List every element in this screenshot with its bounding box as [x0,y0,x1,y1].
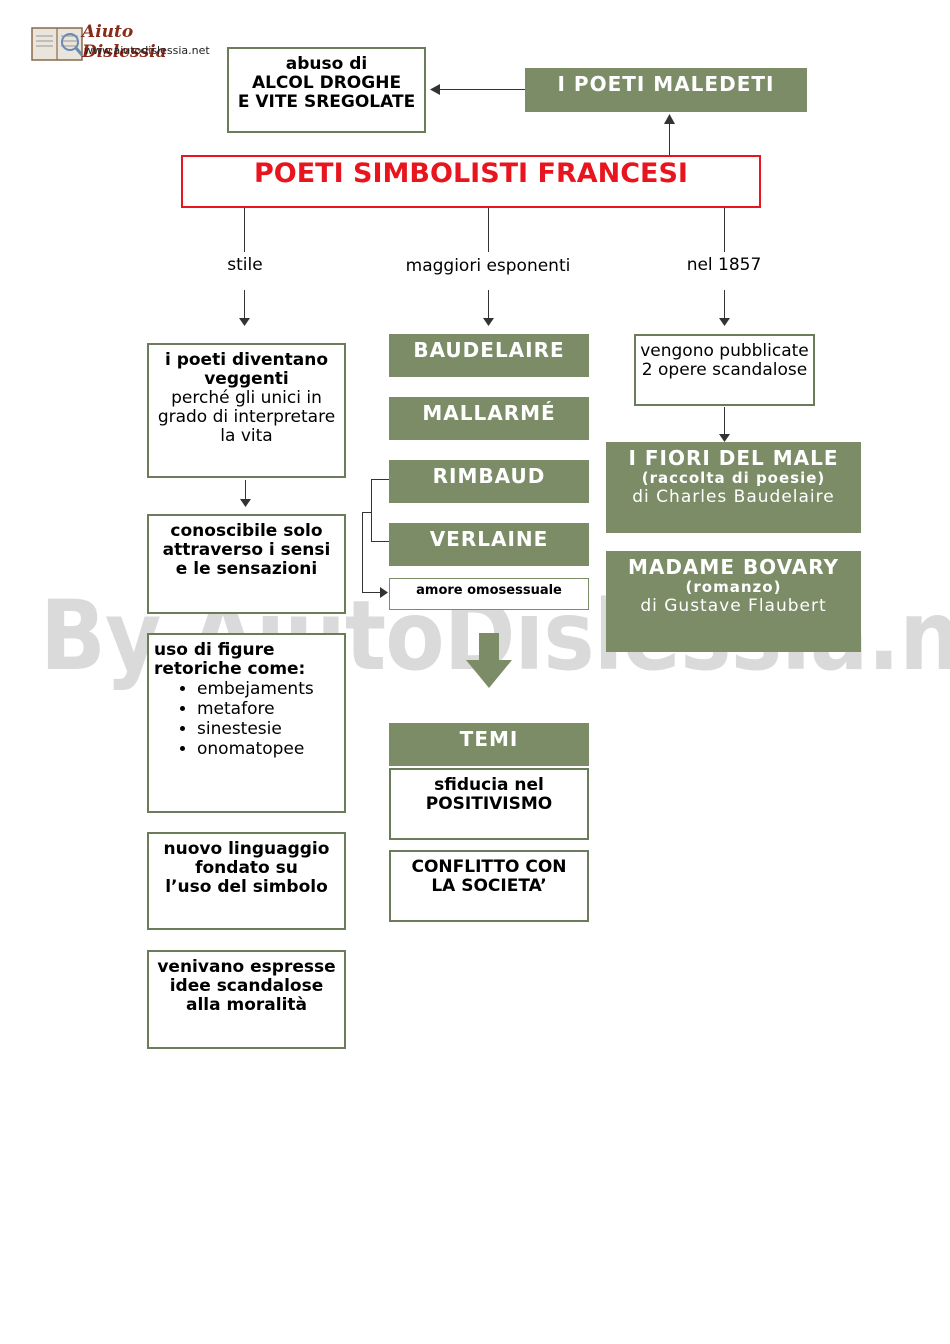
main-title-box: POETI SIMBOLISTI FRANCESI [181,155,761,208]
connector-line [362,512,372,513]
arrow-right-icon [380,587,388,598]
poeti-maledetti-label: I POETI MALEDETI [557,72,775,96]
branch-label-esponenti: maggiori esponenti [405,256,571,276]
arrow-up-icon [664,114,675,124]
logo-url: www.aiutodislessia.net [84,44,210,57]
logo-name: Aiuto Dislessia [82,22,167,62]
temi-label: TEMI [459,727,519,751]
theme-positivismo: sfiducia nel POSITIVISMO [389,768,589,840]
box-line: uso di figure [154,640,275,660]
big-arrow-down-icon [466,633,512,688]
exponent-label: BAUDELAIRE [413,338,565,362]
work-author: di Gustave Flaubert [640,596,827,616]
box-line: CONFLITTO CON [411,857,567,877]
box-line: idee scandalose [169,976,324,996]
box-line: veggenti [204,369,289,389]
poeti-maledetti-box: I POETI MALEDETI [525,68,807,112]
box-line: vengono pubblicate [640,341,809,361]
linguaggio-box: nuovo linguaggio fondato su l’uso del si… [147,832,346,930]
temi-box: TEMI [389,723,589,766]
box-line: sfiducia nel [434,775,544,795]
relation-note: amore omosessuale [416,583,562,598]
box-line: alla moralità [185,995,308,1015]
exponent-label: MALLARMÉ [422,401,556,425]
box-line: conoscibile solo [170,521,323,541]
box-line: grado di interpretare [157,407,336,427]
connector-line [724,208,725,252]
connector-line [362,512,363,593]
pubblicate-box: vengono pubblicate 2 opere scandalose [634,334,815,406]
work-title: I FIORI DEL MALE [628,446,839,470]
arrow-down-icon [240,499,251,507]
sensi-box: conoscibile solo attraverso i sensi e le… [147,514,346,614]
list-item: sinestesie [197,719,344,739]
connector-line [371,479,372,542]
box-line: perché gli unici in [171,388,322,408]
exponent-rimbaud: RIMBAUD [389,460,589,503]
branch-label-1857: nel 1857 [686,255,762,275]
box-line: LA SOCIETA’ [431,876,547,896]
abuse-box: abuso di ALCOL DROGHE E VITE SREGOLATE [227,47,426,133]
box-line: la vita [220,426,273,446]
box-line: i poeti diventano [164,350,329,370]
arrow-down-icon [719,434,730,442]
list-item: embejaments [197,679,344,699]
connector-line [245,480,246,502]
theme-conflitto: CONFLITTO CON LA SOCIETA’ [389,850,589,922]
figure-retoriche-box: uso di figure retoriche come: embejament… [147,633,346,813]
madame-bovary-box: MADAME BOVARY (romanzo) di Gustave Flaub… [606,551,861,652]
connector-line [724,407,725,437]
box-line: fondato su [195,858,298,878]
connector-line [244,208,245,252]
connector-line [362,592,382,593]
exponent-label: VERLAINE [429,527,549,551]
abuse-line: E VITE SREGOLATE [237,92,416,112]
box-line: e le sensazioni [175,559,318,579]
arrow-down-icon [239,318,250,326]
box-line: l’uso del simbolo [165,877,328,897]
connector-line [437,89,525,90]
veggenti-box: i poeti diventano veggenti perché gli un… [147,343,346,478]
arrow-left-icon [430,84,440,95]
abuse-line: abuso di [285,54,368,74]
exponent-mallarme: MALLARMÉ [389,397,589,440]
box-line: retoriche come: [154,659,306,679]
exponent-verlaine: VERLAINE [389,523,589,566]
connector-line [371,479,389,480]
exponent-label: RIMBAUD [432,464,546,488]
work-title: MADAME BOVARY [627,555,840,579]
main-title: POETI SIMBOLISTI FRANCESI [254,158,688,189]
idee-scandalose-box: venivano espresse idee scandalose alla m… [147,950,346,1049]
connector-line [669,120,670,156]
list-item: onomatopee [197,739,344,759]
connector-line [488,208,489,252]
figure-list: embejaments metafore sinestesie onomatop… [149,679,344,759]
branch-label-stile: stile [227,255,263,275]
list-item: metafore [197,699,344,719]
box-line: nuovo linguaggio [163,839,330,859]
arrow-down-icon [483,318,494,326]
work-subtitle: (romanzo) [685,578,782,596]
connector-line [244,290,245,322]
book-logo-icon [31,27,84,61]
logo: Aiuto Dislessia www.aiutodislessia.net [30,20,220,64]
arrow-down-icon [719,318,730,326]
box-line: venivano espresse [157,957,336,977]
abuse-line: ALCOL DROGHE [251,73,402,93]
box-line: attraverso i sensi [162,540,331,560]
fiori-del-male-box: I FIORI DEL MALE (raccolta di poesie) di… [606,442,861,533]
connector-line [488,290,489,322]
relation-note-box: amore omosessuale [389,578,589,610]
connector-line [724,290,725,322]
exponent-baudelaire: BAUDELAIRE [389,334,589,377]
work-author: di Charles Baudelaire [632,487,835,507]
connector-line [371,541,389,542]
work-subtitle: (raccolta di poesie) [641,469,826,487]
box-line: 2 opere scandalose [641,360,808,380]
box-line: POSITIVISMO [425,794,553,814]
